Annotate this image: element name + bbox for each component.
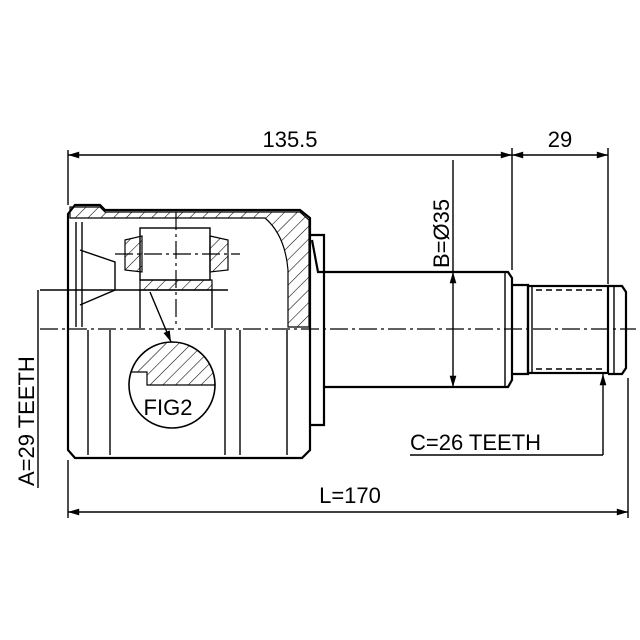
callout-outer-teeth: C=26 TEETH	[410, 374, 607, 456]
fig2-detail: FIG2	[128, 341, 216, 429]
dimension-label: 29	[548, 127, 572, 152]
dimension-shaft-diameter: B=Ø35	[429, 160, 457, 387]
dimension-label: 135.5	[262, 127, 317, 152]
dimension-135-5: 135.5	[67, 127, 513, 270]
fig2-label: FIG2	[144, 395, 193, 420]
dimension-29: 29	[512, 127, 609, 284]
callout-label: A=29 TEETH	[14, 356, 39, 486]
dimension-overall-length: L=170	[67, 378, 629, 518]
callout-inner-teeth: A=29 TEETH	[14, 290, 39, 488]
callout-label: C=26 TEETH	[410, 430, 541, 455]
dimension-label: L=170	[319, 483, 381, 508]
output-shaft	[310, 233, 628, 427]
dimension-label: B=Ø35	[429, 199, 454, 268]
joint-housing	[40, 203, 312, 460]
